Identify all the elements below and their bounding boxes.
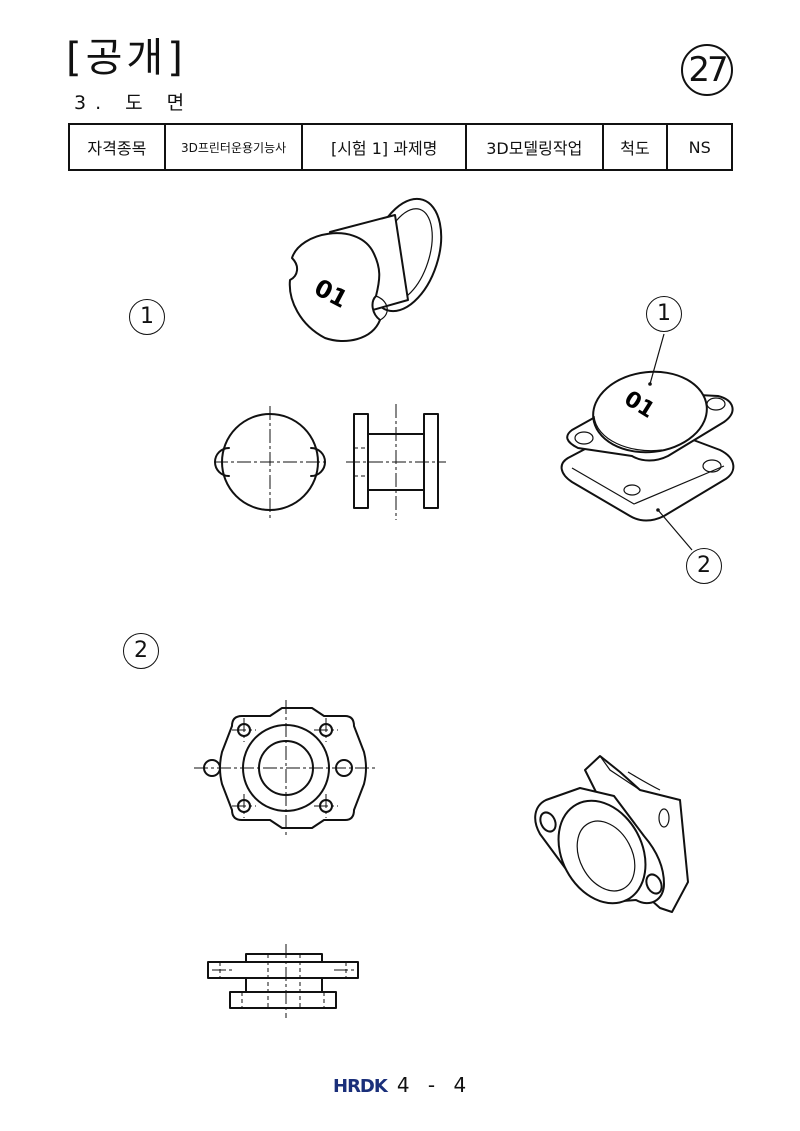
task-label-cell: [시험 1] 과제명 bbox=[301, 123, 467, 171]
part1-front-view bbox=[214, 406, 326, 518]
document-title: [공개] bbox=[66, 35, 187, 81]
assembly-part2-bubble: 2 bbox=[686, 548, 722, 584]
part2-top-view bbox=[194, 700, 378, 838]
part2-front-view bbox=[207, 944, 359, 1018]
part2-label-bubble: 2 bbox=[123, 633, 159, 669]
scale-value-cell: NS bbox=[666, 123, 733, 171]
part2-isometric-view bbox=[534, 755, 689, 913]
hrdk-logo: HRDK bbox=[333, 1076, 388, 1097]
section-heading: 3. 도 면 bbox=[74, 92, 194, 114]
field-label-cell: 자격종목 bbox=[68, 123, 166, 171]
part1-label-bubble: 1 bbox=[129, 299, 165, 335]
part1-side-view bbox=[346, 404, 446, 520]
info-table: 자격종목 3D프린터운용기능사 [시험 1] 과제명 3D모델링작업 척도 NS bbox=[68, 123, 733, 171]
assembly-part1-bubble: 1 bbox=[646, 296, 682, 332]
footer-page-number: 4 - 4 bbox=[396, 1073, 473, 1097]
scale-label-cell: 척도 bbox=[601, 123, 669, 171]
footer: HRDK 4 - 4 bbox=[333, 1073, 472, 1099]
field-value-cell: 3D프린터운용기능사 bbox=[163, 123, 304, 171]
task-value-cell: 3D모델링작업 bbox=[464, 123, 604, 171]
page-number-badge: 27 bbox=[681, 44, 733, 96]
part1-isometric-view: 01 bbox=[288, 197, 443, 342]
info-row: 자격종목 3D프린터운용기능사 [시험 1] 과제명 3D모델링작업 척도 NS bbox=[68, 123, 733, 171]
assembly-isometric-view: 01 bbox=[560, 333, 735, 551]
